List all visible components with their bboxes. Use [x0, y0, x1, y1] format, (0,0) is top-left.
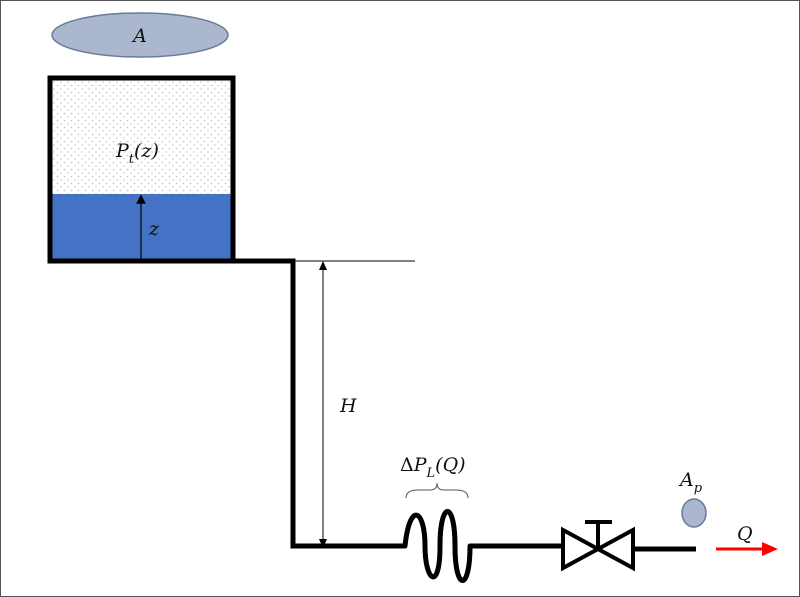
area-ellipse [51, 12, 229, 58]
area-label: A [131, 25, 147, 47]
coil-resistance-icon [402, 509, 473, 583]
nozzle-area-circle [681, 498, 707, 528]
tank-wall [47, 75, 236, 264]
flow-arrow-head [762, 542, 778, 556]
loss-brace [405, 482, 469, 499]
flow-label: Q [737, 523, 753, 545]
gate-valve-icon [561, 520, 635, 572]
loss-label: ΔPL(Q) [400, 454, 466, 481]
tank-gas-region [50, 78, 233, 194]
tank-pressure-label: Pt(z) [115, 140, 159, 167]
nozzle-area-label: Ap [678, 469, 703, 496]
pipe-vertical-run [233, 258, 405, 549]
level-label: z [148, 218, 160, 240]
height-arrow-top [319, 261, 327, 270]
height-arrow-bottom [319, 539, 327, 548]
height-label: H [339, 395, 357, 417]
